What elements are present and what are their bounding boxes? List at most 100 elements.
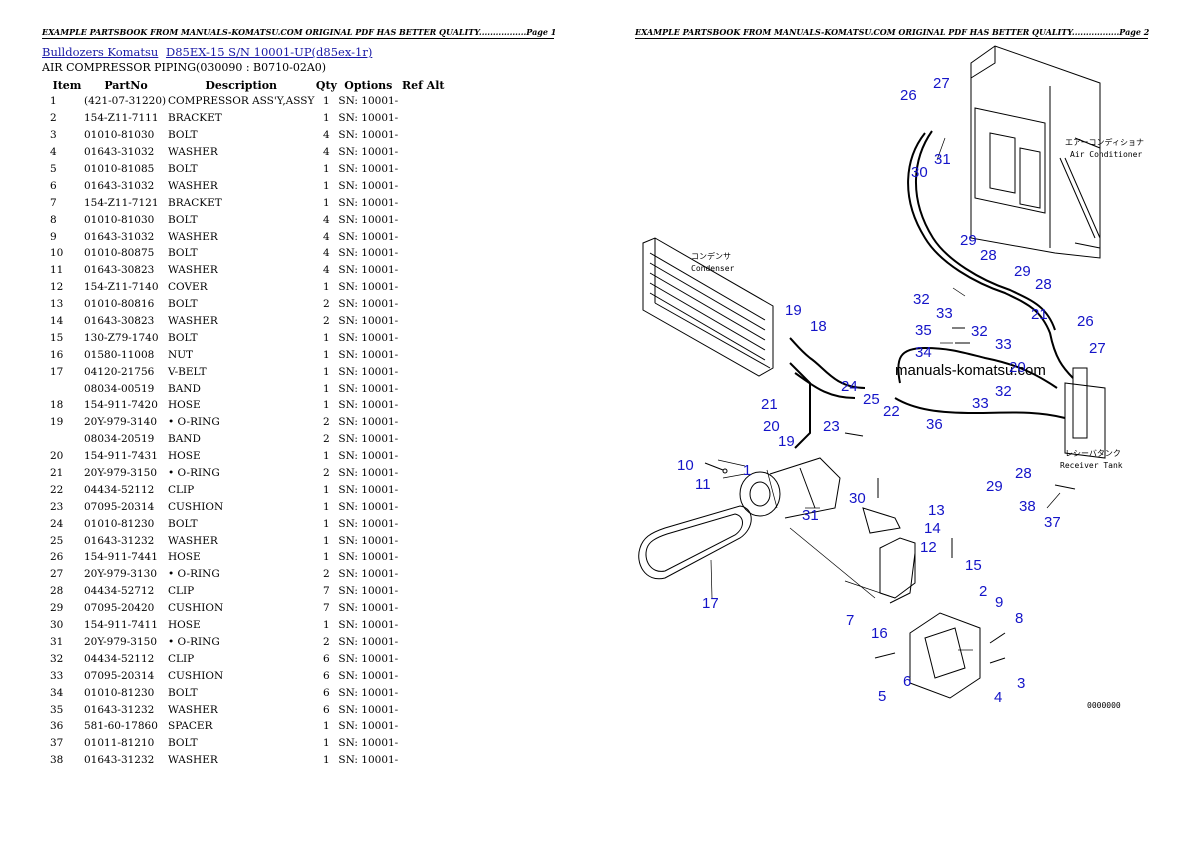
cell-item: 34: [50, 686, 64, 699]
cell-partno: 581-60-17860: [84, 720, 158, 733]
cell-partno: 04434-52112: [84, 483, 155, 496]
col-options: Options: [344, 78, 393, 92]
breadcrumb-link-model[interactable]: D85EX-15 S/N 10001-UP(d85ex-1r): [165, 45, 373, 59]
callout-32b: 32: [971, 323, 988, 340]
callout-20b: 20: [1009, 359, 1026, 376]
callout-25: 25: [863, 391, 880, 408]
callout-32c: 32: [995, 383, 1012, 400]
exploded-diagram: コンデンサ Condenser エアーコンディショナ Air Condition…: [638, 45, 1144, 710]
cell-options: SN: 10001-: [338, 196, 399, 209]
callout-33b: 33: [995, 336, 1012, 353]
cell-options: SN: 10001-: [338, 298, 399, 311]
cell-options: SN: 10001-: [338, 686, 399, 699]
cell-options: SN: 10001-: [338, 652, 399, 665]
cell-partno: 01010-81085: [84, 163, 155, 175]
cell-ref-alt: [398, 583, 448, 600]
cell-qty: 2: [323, 635, 330, 648]
cell-item: 22: [50, 483, 64, 496]
cell-ref-alt: [398, 245, 448, 262]
callout-32a: 32: [913, 291, 930, 308]
cell-item: 26: [50, 551, 64, 564]
aircon-label-jp: エアーコンディショナ: [1065, 137, 1144, 147]
cell-options: SN: 10001-: [338, 264, 399, 277]
cell-item: 21: [50, 467, 64, 480]
cell-partno: 01643-30823: [84, 264, 155, 277]
cell-qty: 2: [323, 298, 330, 311]
parts-table: Item PartNo Description Qty Options Ref …: [42, 77, 448, 769]
cell-description: • O-RING: [168, 568, 220, 581]
cell-ref-alt: [398, 481, 448, 498]
cell-qty: 1: [323, 500, 330, 513]
cell-qty: 7: [323, 585, 330, 598]
cell-description: WASHER: [168, 754, 218, 767]
cell-description: BOLT: [168, 737, 198, 750]
cell-partno: 01580-11008: [84, 348, 155, 361]
cell-partno: 04434-52712: [84, 585, 155, 598]
cell-description: WASHER: [168, 264, 218, 277]
cell-options: SN: 10001-: [338, 517, 399, 530]
cell-options: SN: 10001-: [338, 315, 399, 328]
cell-partno: 01643-31232: [84, 754, 155, 767]
cell-partno: 08034-20519: [84, 433, 155, 446]
cell-ref-alt: [398, 650, 448, 667]
cell-item: 36: [50, 720, 64, 733]
cell-options: SN: 10001-: [338, 399, 399, 412]
callout-19a: 19: [785, 302, 802, 319]
receiver-label-en: Receiver Tank: [1060, 461, 1123, 470]
cell-partno: 154-911-7411: [84, 619, 158, 632]
cell-options: SN: 10001-: [338, 754, 399, 767]
cell-ref-alt: [398, 600, 448, 617]
callout-13: 13: [928, 502, 945, 519]
callout-17: 17: [702, 595, 719, 612]
cell-options: SN: 10001-: [338, 483, 399, 496]
breadcrumb-link-category[interactable]: Bulldozers Komatsu: [42, 45, 159, 59]
cell-qty: 1: [323, 348, 330, 361]
cell-qty: 2: [323, 416, 330, 429]
cell-options: SN: 10001-: [338, 500, 399, 513]
cell-description: BOLT: [168, 213, 198, 226]
cell-item: 23: [50, 500, 64, 513]
callout-7: 7: [846, 612, 854, 629]
cell-partno: 154-Z11-7140: [84, 281, 159, 294]
cell-qty: 4: [323, 264, 330, 277]
cell-description: WASHER: [168, 703, 218, 716]
callout-24: 24: [841, 378, 858, 395]
cell-options: SN: 10001-: [338, 433, 399, 446]
cell-options: SN: 10001-: [338, 382, 399, 395]
cell-partno: 154-Z11-7111: [84, 112, 159, 125]
cell-description: BRACKET: [168, 196, 222, 209]
callout-21b: 21: [1031, 306, 1048, 323]
cell-options: SN: 10001-: [338, 247, 399, 260]
cell-item: 9: [50, 230, 57, 243]
callout-33c: 33: [972, 395, 989, 412]
cell-qty: 1: [323, 281, 330, 294]
cell-item: 19: [50, 416, 64, 429]
cell-ref-alt: [398, 363, 448, 380]
cell-options: SN: 10001-: [338, 450, 399, 463]
callout-3: 3: [1017, 675, 1025, 692]
cell-ref-alt: [398, 161, 448, 178]
cell-options: SN: 10001-: [338, 669, 399, 682]
cell-description: BAND: [168, 382, 201, 395]
callout-12: 12: [920, 539, 937, 556]
cell-options: SN: 10001-: [338, 602, 399, 615]
cell-partno: 01643-31232: [84, 534, 155, 547]
cell-item: 33: [50, 669, 64, 682]
cell-description: BRACKET: [168, 112, 222, 125]
cell-partno: 01010-81030: [84, 129, 155, 142]
